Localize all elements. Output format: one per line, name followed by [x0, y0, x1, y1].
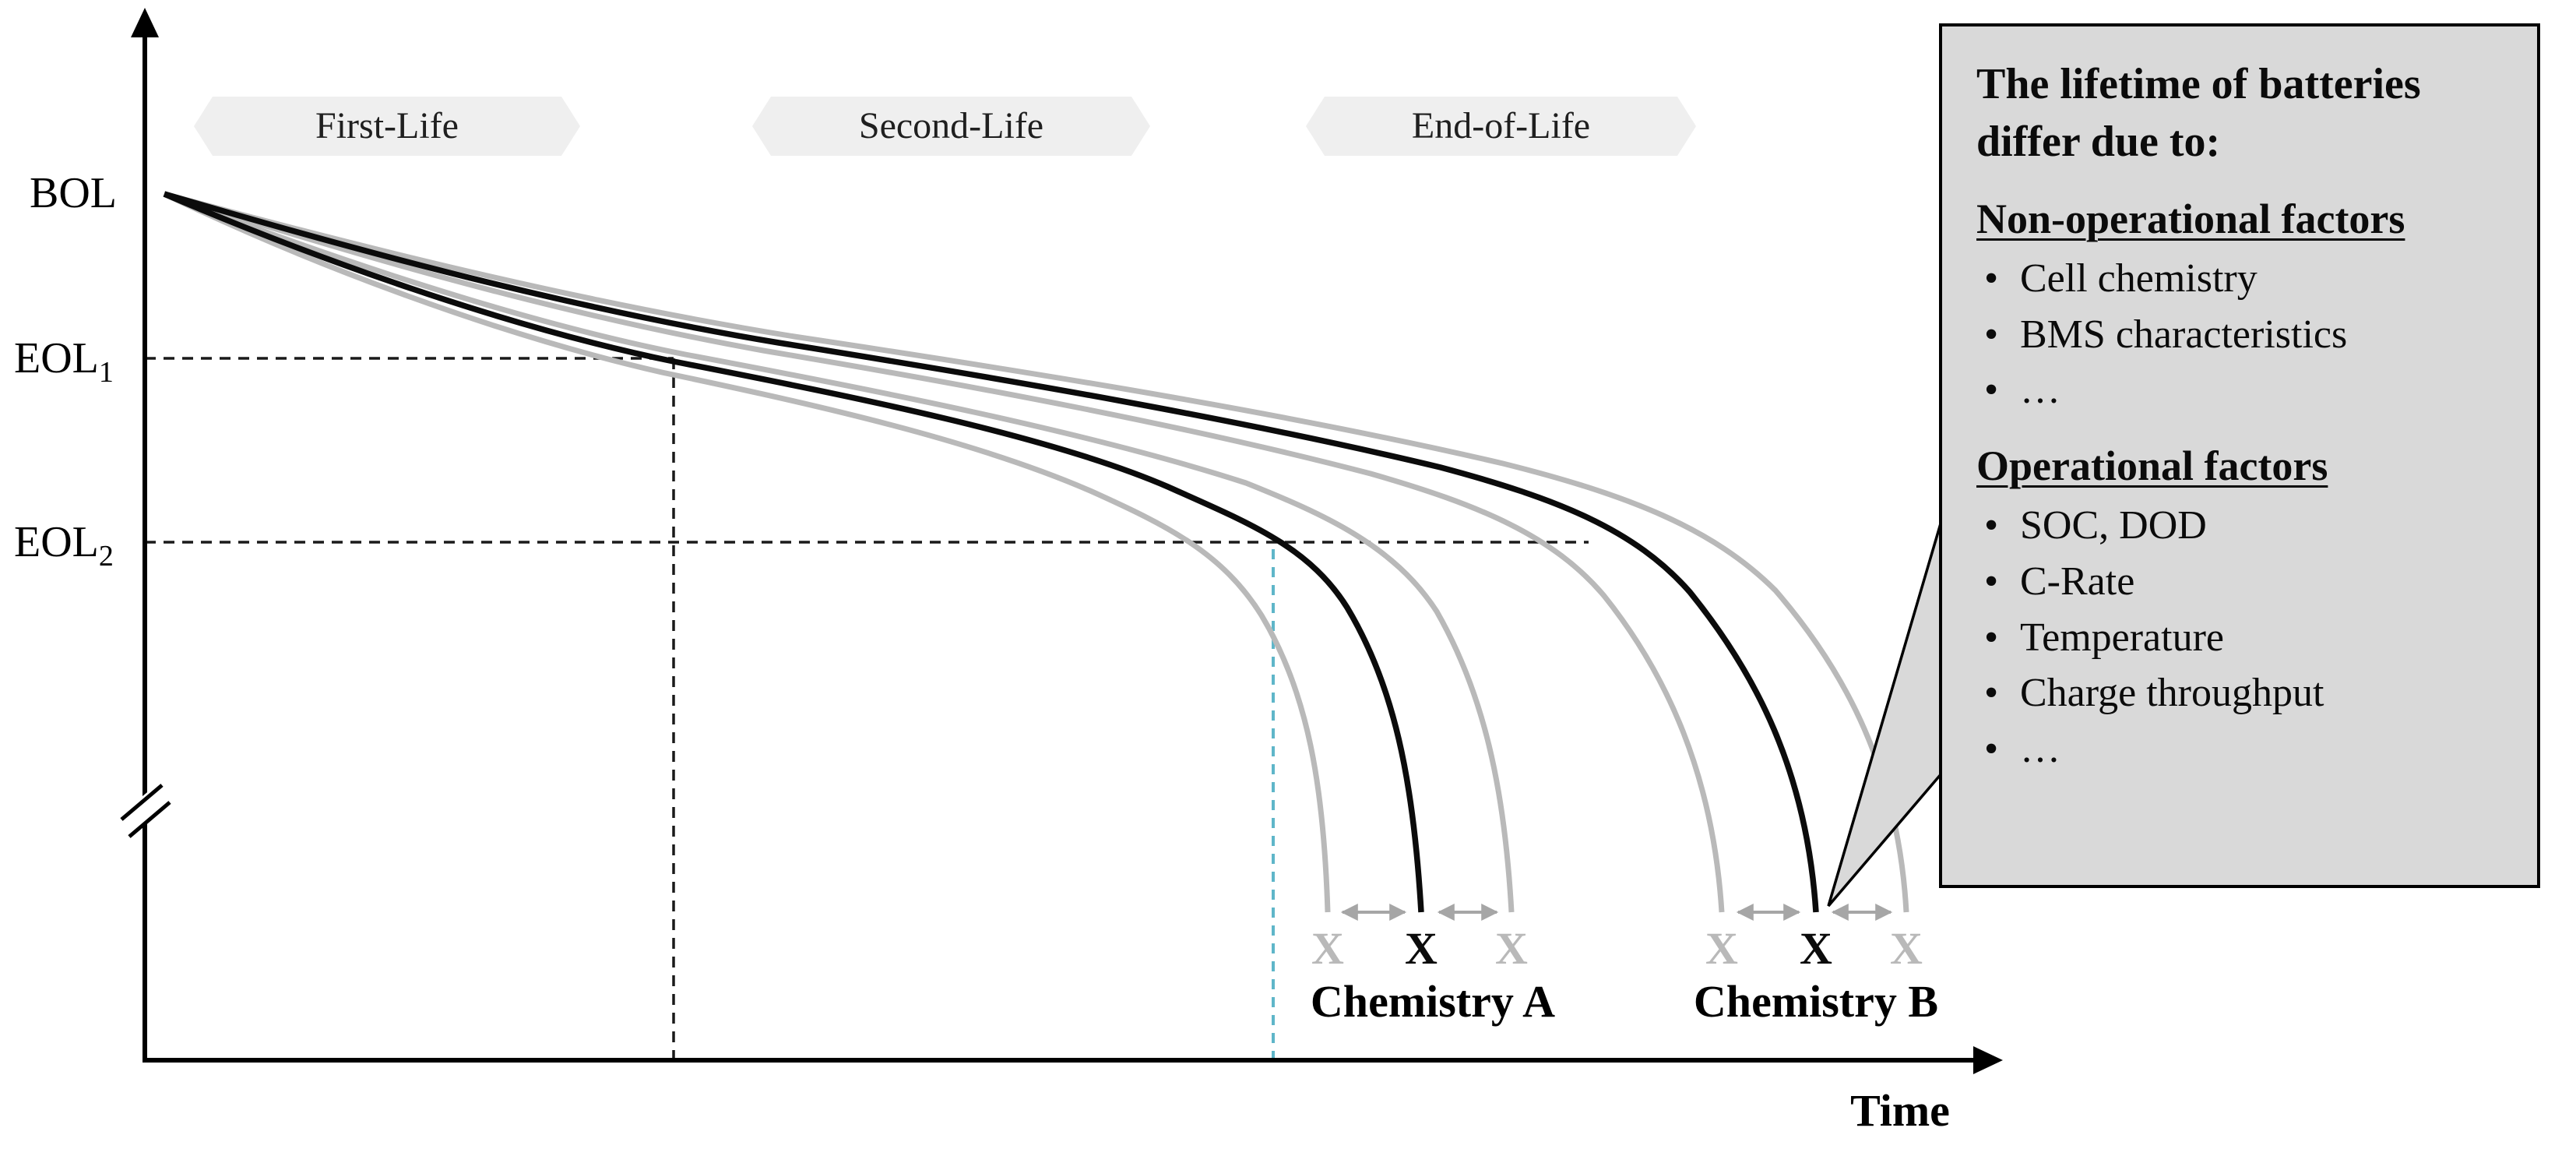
curve-chemA-lower-gray [163, 191, 1331, 913]
banner-second-life-label: Second-Life [858, 105, 1044, 146]
list-item: Charge throughput [1976, 665, 2503, 721]
axis-break-slash-2 [128, 801, 171, 838]
chemB-marker-left: X [1705, 923, 1738, 974]
curve-chemA-upper-gray [163, 191, 1515, 913]
chemA-marker-mid: X [1405, 923, 1438, 974]
list-item: … [1976, 721, 2503, 777]
callout-title: The lifetime of batteries differ due to: [1976, 60, 2421, 166]
callout-pointer-tail [1827, 502, 1948, 908]
banner-second-life: Second-Life [752, 97, 1150, 156]
curve-chemB-lower-gray [163, 191, 1725, 913]
y-axis-label-eol1: EOL1 [14, 333, 114, 389]
chemB-marker-right: X [1890, 923, 1923, 974]
banner-first-life: First-Life [194, 97, 580, 156]
callout-operational-list: SOC, DOD C-Rate Temperature Charge throu… [1976, 498, 2503, 777]
chemB-marker-mid: X [1800, 923, 1832, 974]
eol1-subscript: 1 [98, 356, 114, 389]
y-axis-label-bol: BOL [30, 169, 117, 217]
list-item: Cell chemistry [1976, 251, 2503, 307]
eol1-base: EOL [14, 334, 99, 382]
chemA-marker-left: X [1311, 923, 1344, 974]
curve-chemB-upper-gray [164, 191, 1909, 913]
list-item: Temperature [1976, 610, 2503, 666]
list-item: SOC, DOD [1976, 498, 2503, 554]
axis-break-gap [115, 782, 174, 837]
chemA-marker-right: X [1495, 923, 1528, 974]
axis-break-slash-1 [120, 784, 164, 821]
list-item: BMS characteristics [1976, 307, 2503, 363]
callout-box: The lifetime of batteries differ due to:… [1939, 23, 2540, 888]
chemA-label: Chemistry A [1310, 976, 1556, 1027]
x-axis-label-time: Time [1850, 1085, 1950, 1136]
y-axis-arrowhead [131, 8, 159, 37]
banner-end-of-life: End-of-Life [1306, 97, 1696, 156]
callout-section-heading-nonoperational: Non-operational factors [1976, 195, 2405, 242]
x-axis-arrowhead [1973, 1046, 2003, 1074]
curve-chemA-black [163, 191, 1424, 913]
list-item: C-Rate [1976, 554, 2503, 610]
y-axis-label-eol2: EOL2 [14, 517, 114, 573]
banner-first-life-label: First-Life [315, 105, 459, 146]
banner-end-of-life-label: End-of-Life [1411, 105, 1591, 146]
eol2-base: EOL [14, 518, 99, 566]
list-item: … [1976, 362, 2503, 418]
chemB-label: Chemistry B [1693, 976, 1939, 1027]
callout-nonoperational-list: Cell chemistry BMS characteristics … [1976, 251, 2503, 418]
curve-chemB-black [163, 191, 1819, 913]
callout-section-heading-operational: Operational factors [1976, 442, 2328, 490]
eol2-subscript: 2 [98, 540, 114, 573]
